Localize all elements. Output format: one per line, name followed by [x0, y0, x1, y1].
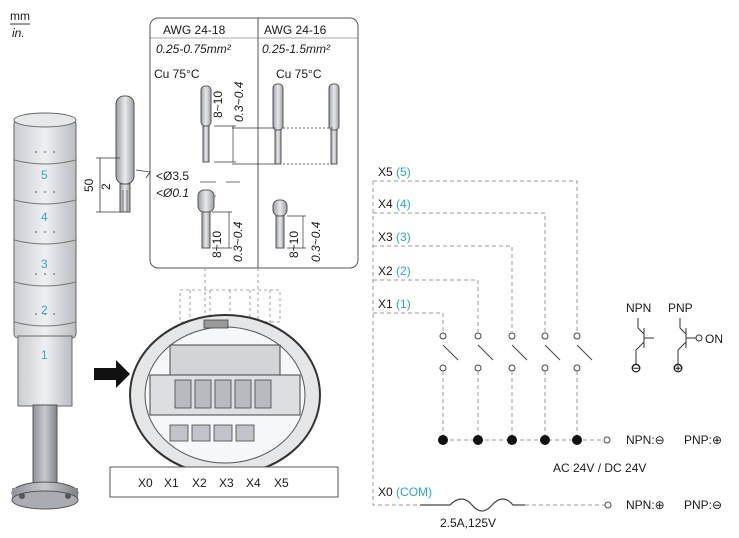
tower-level-2: 2 [41, 303, 48, 317]
tower-light [11, 112, 79, 510]
terminal-x2: X2 [192, 476, 207, 490]
wire-spec-box [149, 17, 359, 269]
npn-minus-symbol: ⊖ [631, 361, 641, 375]
fuse-label: 2.5A,125V [440, 516, 496, 530]
awg-col1: AWG 24-18 [163, 23, 226, 37]
channel-x3-label: X3 (3) [378, 230, 411, 244]
transistor-symbols [631, 318, 703, 373]
strip-length-2: 8~10 [210, 231, 224, 258]
channel-x2-label: X2 (2) [378, 264, 411, 278]
terminal-x5: X5 [274, 476, 289, 490]
section-col1: 0.25-0.75mm² [156, 42, 232, 56]
arrow-icon [94, 360, 130, 388]
probe-drawing [96, 95, 151, 213]
channel-x4-label: X4 (4) [378, 197, 411, 211]
npn-label: NPN [626, 301, 651, 315]
copper-label-2: Cu 75°C [276, 67, 322, 81]
strip-length-1-in: 0.3~0.4 [232, 81, 246, 122]
diameter-in: <Ø0.1 [156, 186, 189, 200]
strip-length-2-in: 0.3~0.4 [231, 221, 245, 262]
schematic [372, 180, 612, 512]
tower-level-4: 4 [41, 210, 48, 224]
probe-length-mm: 50 [82, 178, 96, 192]
pnp-plus-symbol: ⊕ [673, 361, 683, 375]
pnp-label: PNP [668, 301, 693, 315]
section-col2: 0.25-1.5mm² [262, 42, 331, 56]
terminal-x3: X3 [219, 476, 234, 490]
terminal-x1: X1 [164, 476, 179, 490]
supply-npn: NPN:⊖ [626, 433, 665, 447]
awg-col2: AWG 24-16 [264, 23, 327, 37]
diameter-mm: <Ø3.5 [156, 169, 189, 183]
common-label: X0 (COM) [378, 485, 432, 499]
com-npn: NPN:⊕ [626, 498, 665, 512]
tower-level-1: 1 [41, 348, 48, 362]
strip-length-3: 8~10 [287, 231, 301, 258]
on-label: ON [705, 332, 723, 346]
com-pnp: PNP:⊖ [684, 498, 722, 512]
terminal-x0: X0 [138, 476, 153, 490]
channel-x5-label: X5 (5) [378, 165, 411, 179]
supply-voltage-label: AC 24V / DC 24V [553, 461, 646, 475]
unit-inch: in. [12, 26, 25, 40]
terminal-label-box [109, 466, 339, 498]
unit-mm: mm [10, 9, 30, 23]
tower-level-5: 5 [41, 168, 48, 182]
terminal-base [129, 314, 321, 476]
probe-length-in: 2 [99, 183, 113, 190]
copper-label-1: Cu 75°C [154, 67, 200, 81]
strip-length-1: 8~10 [211, 91, 225, 118]
tower-level-3: 3 [41, 257, 48, 271]
terminal-x4: X4 [246, 476, 261, 490]
channel-x1-label: X1 (1) [378, 297, 411, 311]
supply-pnp: PNP:⊕ [684, 433, 722, 447]
strip-length-3-in: 0.3~0.4 [309, 221, 323, 262]
